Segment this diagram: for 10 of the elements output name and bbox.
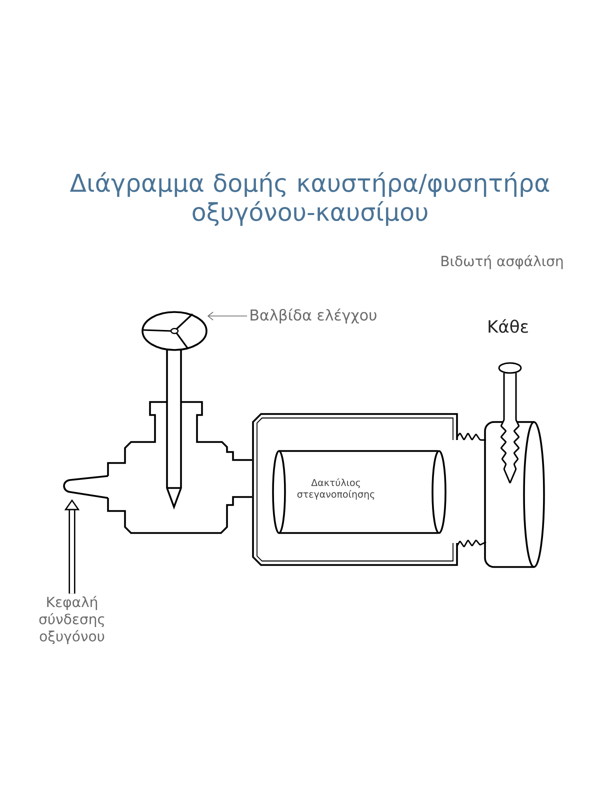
label: Βιδωτή ασφάλιση	[442, 254, 563, 270]
callout-label: Βαλβίδα ελέγχου	[250, 308, 376, 324]
handwheel	[142, 311, 208, 351]
callout-label: Κεφαλή σύνδεσης οξυγόνου	[39, 596, 104, 644]
hose-nozzle	[63, 475, 108, 499]
arrow	[207, 312, 248, 320]
title: Διάγραμμα δομής καυστήρα/φυσητήρα οξυγόνου-καυσίμου	[70, 172, 550, 226]
cylinder: Δακτύλιος στεγανοποίησης	[272, 450, 446, 534]
label: Κάθε	[488, 319, 528, 333]
node-label: Δακτύλιος στεγανοποίησης	[297, 478, 374, 500]
